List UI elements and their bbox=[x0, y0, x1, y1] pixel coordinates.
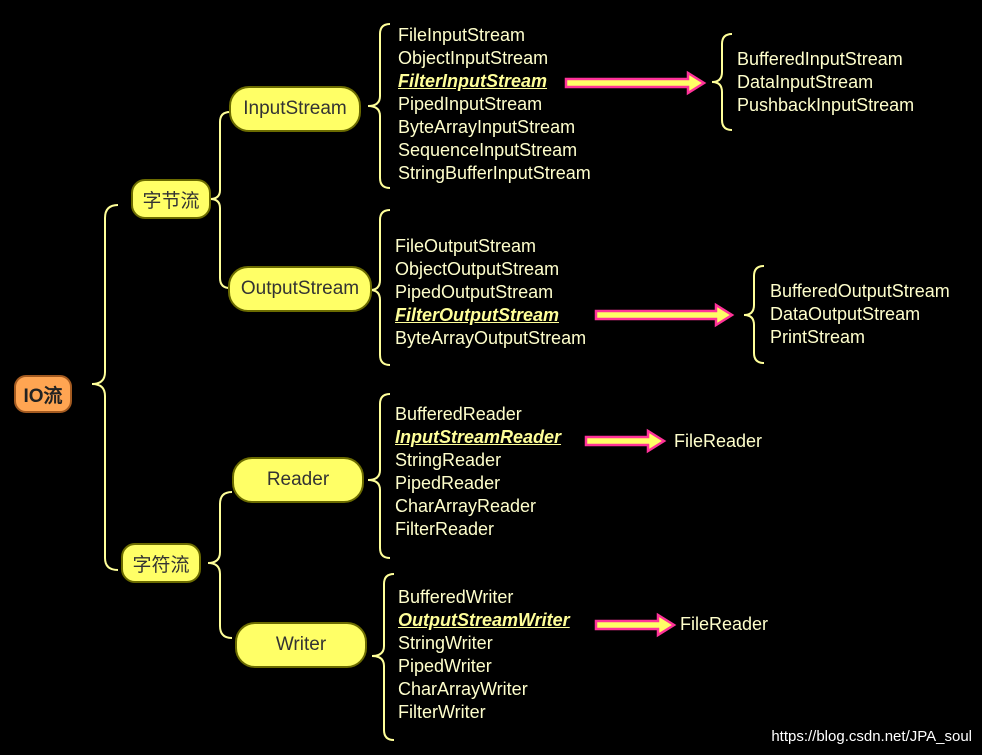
list-item: PushbackInputStream bbox=[737, 95, 915, 115]
list-item: PipedInputStream bbox=[398, 94, 543, 114]
arrow-filter-input bbox=[564, 70, 707, 96]
list-item: StringBufferInputStream bbox=[398, 163, 591, 183]
list-item: BufferedWriter bbox=[398, 587, 514, 607]
list-item: FileInputStream bbox=[398, 25, 526, 45]
list-item: CharArrayReader bbox=[395, 496, 537, 516]
list-item: FileOutputStream bbox=[395, 236, 537, 256]
list-item-highlight: FilterOutputStream bbox=[395, 305, 560, 325]
reader-list: BufferedReader InputStreamReader StringR… bbox=[395, 403, 561, 541]
list-item: DataInputStream bbox=[737, 72, 874, 92]
list-item: FilterReader bbox=[395, 519, 495, 539]
list-item: ObjectInputStream bbox=[398, 48, 549, 68]
list-item: BufferedOutputStream bbox=[770, 281, 950, 301]
node-inputstream: InputStream bbox=[229, 86, 361, 132]
outputstream-list: FileOutputStream ObjectOutputStream Pipe… bbox=[395, 235, 586, 350]
output-subclass-list: BufferedOutputStream DataOutputStream Pr… bbox=[770, 280, 950, 349]
root-node: IO流 bbox=[14, 375, 72, 413]
list-item: CharArrayWriter bbox=[398, 679, 528, 699]
inputstream-brace bbox=[367, 23, 391, 189]
list-item: StringWriter bbox=[398, 633, 493, 653]
reader-brace bbox=[367, 393, 391, 559]
root-brace bbox=[91, 204, 119, 571]
arrow-inputstreamreader bbox=[584, 428, 667, 454]
list-item-highlight: InputStreamReader bbox=[395, 427, 562, 447]
node-outputstream: OutputStream bbox=[228, 266, 372, 312]
writer-brace bbox=[371, 573, 395, 741]
list-item: DataOutputStream bbox=[770, 304, 921, 324]
list-item: PipedReader bbox=[395, 473, 501, 493]
arrow-filter-output bbox=[594, 302, 735, 328]
writer-list: BufferedWriter OutputStreamWriter String… bbox=[398, 586, 570, 724]
node-reader: Reader bbox=[232, 457, 364, 503]
input-subclass-list: BufferedInputStream DataInputStream Push… bbox=[737, 48, 914, 117]
list-item: PrintStream bbox=[770, 327, 866, 347]
list-item: SequenceInputStream bbox=[398, 140, 578, 160]
inputstream-list: FileInputStream ObjectInputStream Filter… bbox=[398, 24, 591, 185]
char-stream-brace bbox=[207, 491, 233, 639]
output-subclass-brace bbox=[743, 265, 765, 364]
byte-stream-brace bbox=[209, 111, 231, 289]
list-item: PipedOutputStream bbox=[395, 282, 554, 302]
input-subclass-brace bbox=[711, 33, 733, 131]
list-item: ByteArrayOutputStream bbox=[395, 328, 587, 348]
node-writer: Writer bbox=[235, 622, 367, 668]
list-item: ObjectOutputStream bbox=[395, 259, 560, 279]
arrow-outputstreamwriter bbox=[594, 612, 677, 638]
list-item: PipedWriter bbox=[398, 656, 492, 676]
category-node-byte: 字节流 bbox=[131, 179, 211, 219]
list-item: FilterWriter bbox=[398, 702, 486, 722]
category-node-char: 字符流 bbox=[121, 543, 201, 583]
list-item: ByteArrayInputStream bbox=[398, 117, 576, 137]
arrow-group bbox=[564, 70, 735, 638]
writer-subclass: FileReader bbox=[680, 614, 769, 634]
reader-subclass: FileReader bbox=[674, 431, 763, 451]
watermark: https://blog.csdn.net/JPA_soul bbox=[771, 728, 972, 745]
list-item-highlight: OutputStreamWriter bbox=[398, 610, 570, 630]
list-item-highlight: FilterInputStream bbox=[398, 71, 548, 91]
outputstream-brace bbox=[369, 209, 391, 366]
list-item: BufferedInputStream bbox=[737, 49, 903, 69]
list-item: BufferedReader bbox=[395, 404, 522, 424]
list-item: StringReader bbox=[395, 450, 502, 470]
